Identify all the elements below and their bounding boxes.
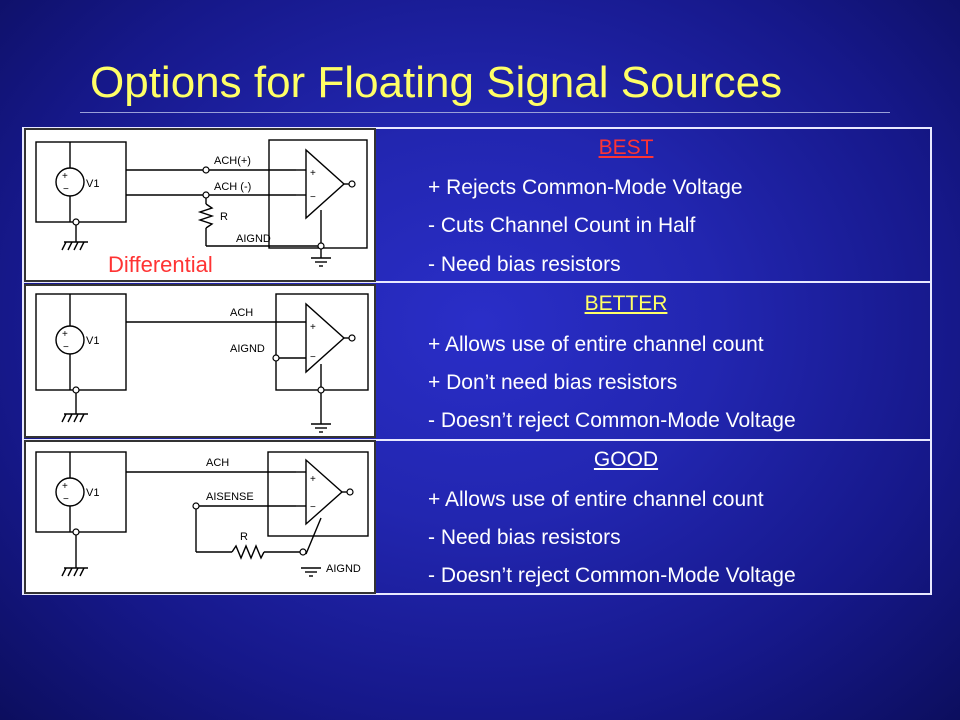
- slide-title: Options for Floating Signal Sources: [90, 58, 783, 107]
- rse-circuit-panel: V1 + − ACH AIGND + − RSE: [24, 284, 376, 438]
- best-description: BEST + Rejects Common-Mode Voltage - Cut…: [428, 136, 928, 282]
- svg-text:−: −: [63, 494, 69, 505]
- svg-text:+: +: [62, 171, 68, 182]
- svg-text:V1: V1: [86, 335, 99, 347]
- svg-text:V1: V1: [86, 487, 99, 499]
- rse-label: RSE: [140, 404, 186, 429]
- svg-text:R: R: [220, 211, 228, 223]
- nrse-label: NRSE: [130, 564, 192, 589]
- best-line-2: - Cuts Channel Count in Half: [428, 214, 696, 237]
- better-line-1: + Allows use of entire channel count: [428, 333, 764, 356]
- better-description: BETTER + Allows use of entire channel co…: [428, 292, 928, 438]
- differential-circuit-panel: V1 + − ACH(+) ACH (-) R AIGND + − Differ…: [24, 128, 376, 282]
- rse-circuit-diagram: V1 + − ACH AIGND + −: [35, 293, 369, 433]
- good-description: GOOD + Allows use of entire channel coun…: [428, 448, 928, 594]
- svg-text:ACH (-): ACH (-): [214, 181, 251, 193]
- good-heading: GOOD: [593, 448, 659, 471]
- best-line-1: + Rejects Common-Mode Voltage: [428, 176, 743, 199]
- good-line-3: - Doesn’t reject Common-Mode Voltage: [428, 564, 796, 587]
- svg-text:V1: V1: [86, 178, 99, 190]
- nrse-circuit-panel: V1 + − ACH AISENSE R AIGND + − NRSE: [24, 440, 376, 594]
- svg-text:+: +: [62, 481, 68, 492]
- svg-text:−: −: [63, 342, 69, 353]
- svg-text:+: +: [310, 322, 316, 333]
- svg-text:ACH(+): ACH(+): [214, 155, 251, 167]
- svg-text:−: −: [310, 192, 316, 203]
- best-line-3: - Need bias resistors: [428, 253, 621, 276]
- title-underline: [80, 112, 890, 113]
- better-line-2: + Don’t need bias resistors: [428, 371, 678, 394]
- differential-label: Differential: [108, 252, 213, 277]
- svg-text:+: +: [310, 168, 316, 179]
- good-line-1: + Allows use of entire channel count: [428, 488, 764, 511]
- svg-text:−: −: [310, 502, 316, 513]
- svg-text:AISENSE: AISENSE: [206, 491, 254, 503]
- svg-text:ACH: ACH: [206, 457, 229, 469]
- good-line-2: - Need bias resistors: [428, 526, 621, 549]
- better-line-3: - Doesn’t reject Common-Mode Voltage: [428, 409, 796, 432]
- nrse-circuit-diagram: V1 + − ACH AISENSE R AIGND + −: [35, 451, 369, 577]
- svg-text:AIGND: AIGND: [236, 233, 271, 245]
- differential-circuit-diagram: V1 + − ACH(+) ACH (-) R AIGND + −: [35, 139, 368, 267]
- svg-text:AIGND: AIGND: [230, 343, 265, 355]
- better-heading: BETTER: [584, 292, 668, 315]
- svg-text:+: +: [310, 474, 316, 485]
- svg-text:−: −: [63, 184, 69, 195]
- svg-text:R: R: [240, 531, 248, 543]
- svg-text:−: −: [310, 352, 316, 363]
- svg-text:ACH: ACH: [230, 307, 253, 319]
- band-good: [22, 439, 932, 595]
- svg-text:+: +: [62, 329, 68, 340]
- best-heading: BEST: [598, 136, 654, 159]
- svg-text:AIGND: AIGND: [326, 563, 361, 575]
